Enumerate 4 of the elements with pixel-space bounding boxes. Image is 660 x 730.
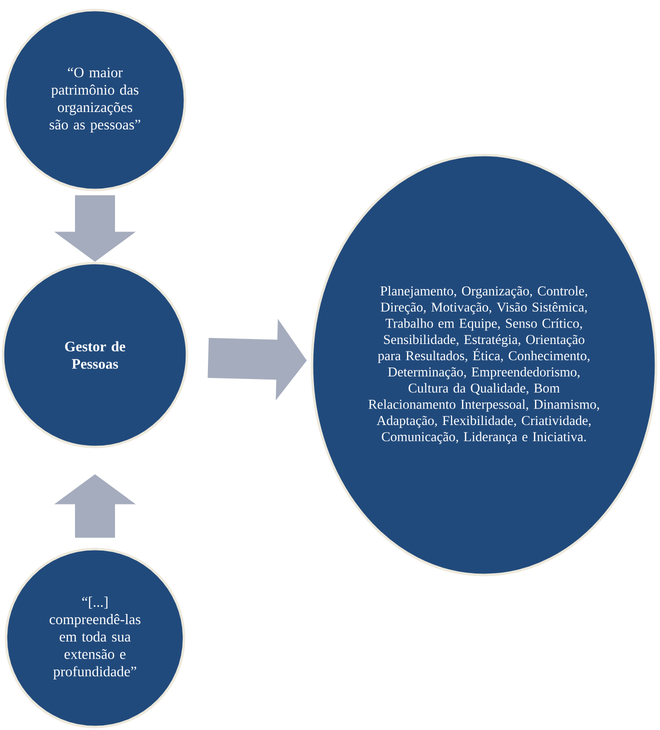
circle-node: “O maior patrimônio das organizações são as pessoas”	[4, 8, 186, 192]
circle-node: “[...] compreendê-las em toda sua extensão e profundidade”	[4, 548, 186, 728]
ellipse-node: Planejamento, Organização, Controle, Direção, Motivação, Visão Sistêmica, Trabalho em Equipe, Senso Crítico, Sensibilidade, Estratégia, Orientação para Resultados, Ética, Conhecimento, Determinação, Empreendedorismo, Cultura da Qualidade, Bom Relacionamento Interpessoal, Dinamismo, Adaptação, Flexibilidade, Criatividade, Comunicação, Liderança e Iniciativa.	[310, 154, 658, 576]
circle-node: Gestor de Pessoas	[2, 262, 188, 448]
